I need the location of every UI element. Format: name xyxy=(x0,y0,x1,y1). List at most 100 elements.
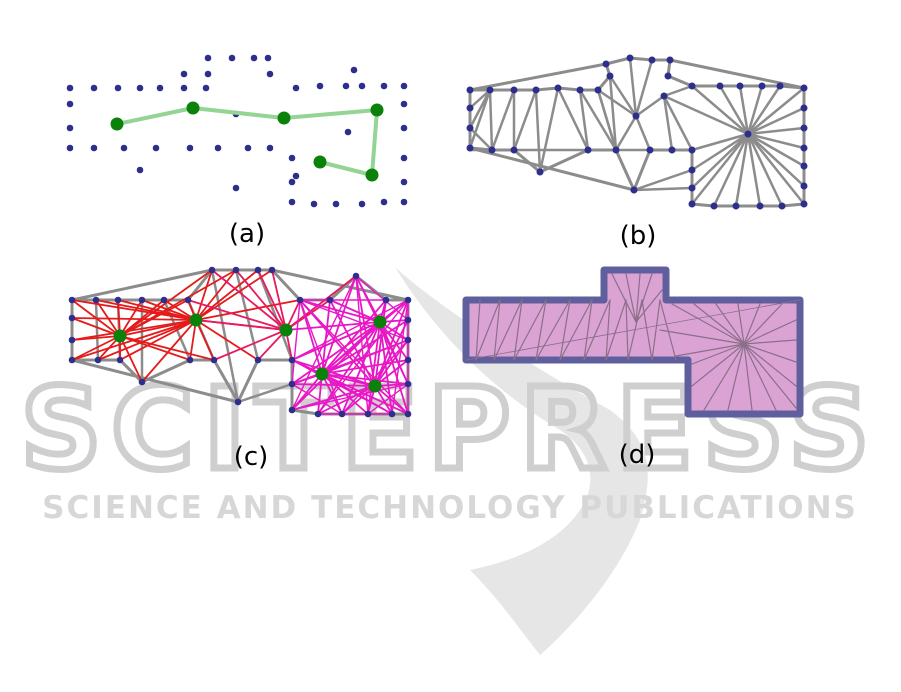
path-edge xyxy=(320,162,372,175)
path-node xyxy=(280,324,293,337)
point xyxy=(381,83,388,90)
point xyxy=(401,101,408,108)
point xyxy=(267,145,274,152)
point xyxy=(255,357,262,364)
point xyxy=(689,147,696,154)
point xyxy=(185,297,192,304)
point xyxy=(801,105,808,112)
point xyxy=(233,267,240,274)
path-node xyxy=(278,112,291,125)
mesh-edge xyxy=(664,96,748,134)
panel-b xyxy=(467,55,808,210)
panel-label-a: (a) xyxy=(229,219,265,249)
point xyxy=(779,203,786,210)
point xyxy=(489,147,496,154)
point xyxy=(353,273,360,280)
path-node xyxy=(369,380,382,393)
mesh-edge xyxy=(490,90,492,150)
point xyxy=(759,83,766,90)
point xyxy=(467,87,474,94)
point xyxy=(689,83,696,90)
point xyxy=(137,167,144,174)
point xyxy=(405,297,412,304)
point xyxy=(613,147,620,154)
point xyxy=(401,125,408,132)
point xyxy=(121,145,128,152)
point xyxy=(311,201,318,208)
point xyxy=(359,83,366,90)
point xyxy=(289,155,296,162)
path-node xyxy=(366,169,379,182)
point xyxy=(389,411,396,418)
point xyxy=(801,163,808,170)
point xyxy=(487,87,494,94)
mesh-edge xyxy=(692,86,748,134)
point xyxy=(401,199,408,206)
mesh-edge xyxy=(272,270,408,300)
path-edge xyxy=(193,108,284,118)
visibility-edge xyxy=(72,318,196,320)
point xyxy=(401,179,408,186)
point xyxy=(405,411,412,418)
point xyxy=(577,87,584,94)
point xyxy=(711,203,718,210)
mesh-edge xyxy=(540,150,588,172)
point xyxy=(139,297,146,304)
point xyxy=(255,267,262,274)
point xyxy=(267,71,274,78)
mesh-edge xyxy=(470,64,606,90)
point xyxy=(327,297,334,304)
mesh-edge xyxy=(536,90,540,172)
point xyxy=(757,203,764,210)
point xyxy=(801,125,808,132)
point xyxy=(405,357,412,364)
point xyxy=(91,145,98,152)
point xyxy=(365,411,372,418)
path-node xyxy=(314,156,327,169)
point xyxy=(251,55,258,62)
point xyxy=(585,147,592,154)
point xyxy=(405,381,412,388)
point xyxy=(69,297,76,304)
point xyxy=(229,55,236,62)
point xyxy=(289,381,296,388)
point xyxy=(293,85,300,92)
point xyxy=(801,145,808,152)
point xyxy=(467,105,474,112)
mesh-edge xyxy=(492,90,514,150)
point xyxy=(405,317,412,324)
mesh-edge xyxy=(616,150,634,190)
mesh-edge xyxy=(636,116,650,150)
mesh-edge xyxy=(514,90,536,150)
point xyxy=(345,129,352,136)
point xyxy=(115,297,122,304)
point xyxy=(69,357,76,364)
point xyxy=(161,297,168,304)
point xyxy=(777,83,784,90)
point xyxy=(801,201,808,208)
point xyxy=(245,145,252,152)
mesh-edge xyxy=(634,170,692,190)
point xyxy=(359,201,366,208)
point xyxy=(667,57,674,64)
panel-label-d: (d) xyxy=(619,440,656,470)
point xyxy=(351,67,358,74)
point xyxy=(297,297,304,304)
point xyxy=(555,85,562,92)
point xyxy=(745,131,752,138)
point xyxy=(215,145,222,152)
point xyxy=(233,185,240,192)
point xyxy=(157,85,164,92)
point xyxy=(67,145,74,152)
mesh-edge xyxy=(668,76,692,86)
point xyxy=(717,83,724,90)
path-node xyxy=(190,314,203,327)
point xyxy=(627,55,634,62)
point xyxy=(467,145,474,152)
point xyxy=(401,155,408,162)
point xyxy=(91,85,98,92)
path-node xyxy=(371,104,384,117)
point xyxy=(533,87,540,94)
point xyxy=(209,267,216,274)
point xyxy=(647,147,654,154)
